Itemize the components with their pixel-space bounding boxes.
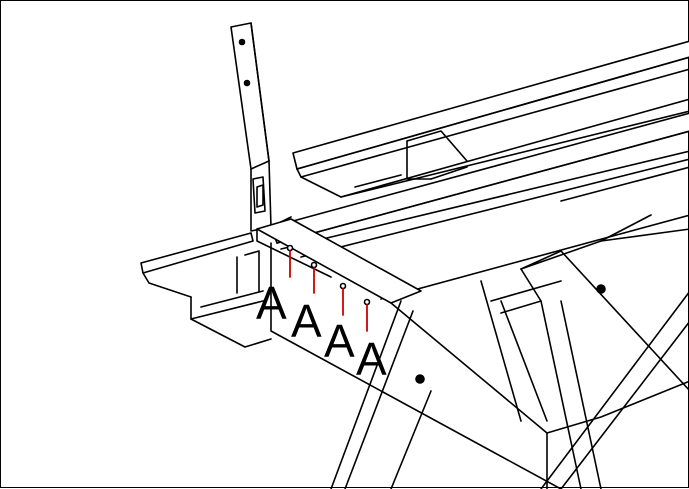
end-bracket: [140, 232, 272, 348]
callout-a-1: A: [256, 277, 287, 329]
callout-a-2: A: [291, 295, 322, 347]
cross-beam: [256, 218, 689, 489]
callout-a-4: A: [356, 333, 387, 385]
fastener-markers: [289, 250, 368, 332]
far-bench-board: [292, 40, 689, 198]
backrest-post: [230, 22, 292, 232]
callout-a-3: A: [324, 315, 355, 367]
x-legs: [330, 214, 689, 489]
